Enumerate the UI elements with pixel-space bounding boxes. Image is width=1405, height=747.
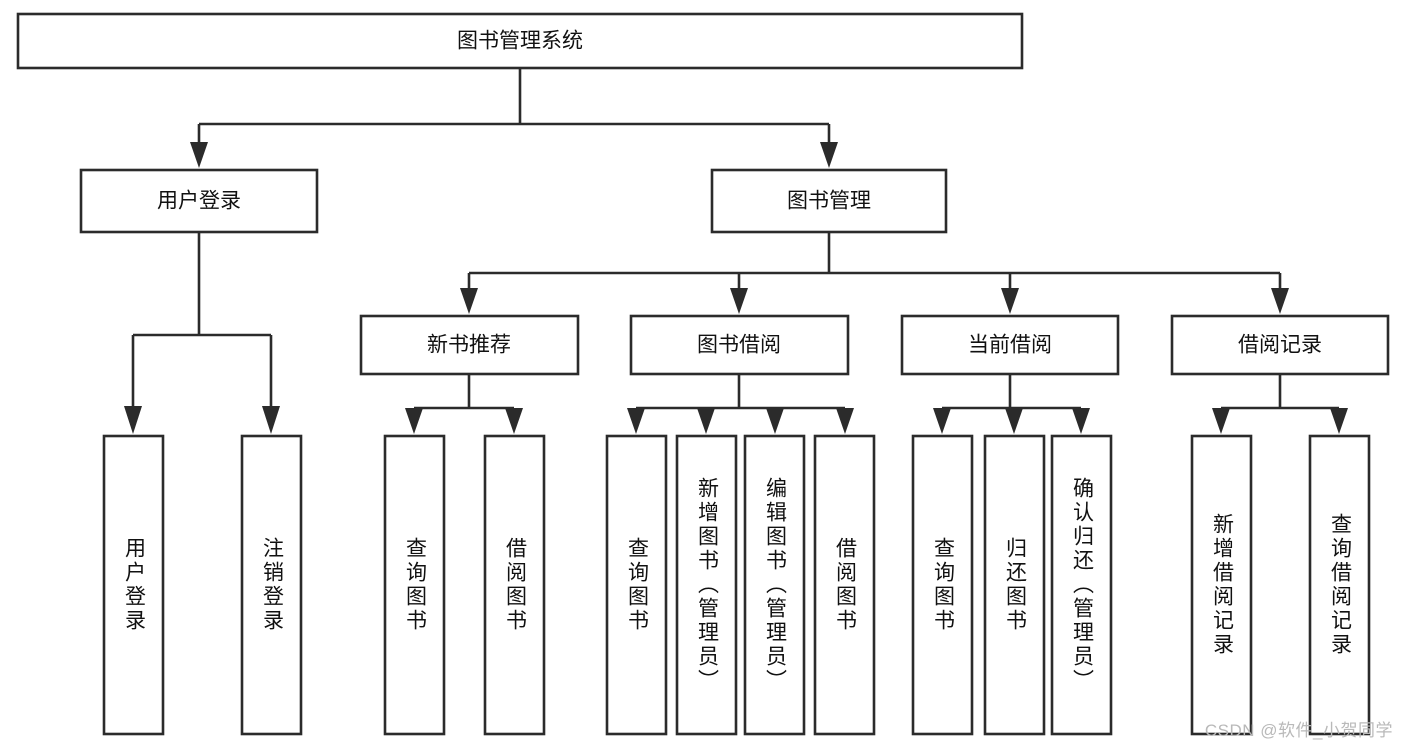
node-leaf-return-book-label: 归还图书 <box>1004 537 1028 633</box>
arrowhead-leaf-user-logout <box>262 406 280 434</box>
node-root-label: 图书管理系统 <box>457 30 583 53</box>
node-leaf-user-login[interactable]: 用户登录 <box>102 434 165 736</box>
node-root-box[interactable] <box>16 12 1024 70</box>
arrowhead-leaf-confirm-return-admin <box>1072 408 1090 434</box>
arrowhead-borrow-record <box>1271 288 1289 314</box>
node-leaf-borrow-book-rec-label: 借阅图书 <box>504 537 528 633</box>
node-book-borrow-label: 图书借阅 <box>697 334 781 357</box>
node-leaf-query-book-borrow-label: 查询图书 <box>626 537 650 633</box>
arrowhead-leaf-query-book-borrow <box>627 408 645 434</box>
node-leaf-query-borrow-record-box[interactable] <box>1308 434 1371 736</box>
node-leaf-query-book-borrow[interactable]: 查询图书 <box>605 434 668 736</box>
node-borrow-record-box[interactable] <box>1170 314 1390 376</box>
node-book-borrow[interactable]: 图书借阅 <box>629 314 850 376</box>
node-leaf-edit-book-admin[interactable]: 编辑图书（管理员） <box>743 434 806 736</box>
node-user-login[interactable]: 用户登录 <box>79 168 319 234</box>
arrowhead-current-borrow <box>1001 288 1019 314</box>
node-leaf-return-book[interactable]: 归还图书 <box>983 434 1046 736</box>
node-leaf-user-login-box[interactable] <box>102 434 165 736</box>
arrowhead-user-login <box>190 142 208 168</box>
arrowhead-leaf-borrow-book <box>836 408 854 434</box>
node-leaf-query-book-rec-label: 查询图书 <box>404 537 428 633</box>
node-leaf-confirm-return-admin[interactable]: 确认归还（管理员） <box>1050 434 1113 736</box>
node-borrow-record[interactable]: 借阅记录 <box>1170 314 1390 376</box>
arrowhead-leaf-query-borrow-record <box>1330 408 1348 434</box>
node-leaf-add-book-admin[interactable]: 新增图书（管理员） <box>675 434 738 736</box>
node-leaf-borrow-book-box[interactable] <box>813 434 876 736</box>
node-leaf-user-login-label: 用户登录 <box>123 537 147 633</box>
node-new-book-recommend-box[interactable] <box>359 314 580 376</box>
node-book-manage[interactable]: 图书管理 <box>710 168 948 234</box>
node-leaf-confirm-return-admin-label: 确认归还（管理员） <box>1071 477 1095 693</box>
arrowhead-book-borrow <box>730 288 748 314</box>
node-leaf-query-borrow-record[interactable]: 查询借阅记录 <box>1308 434 1371 736</box>
node-leaf-add-borrow-record[interactable]: 新增借阅记录 <box>1190 434 1253 736</box>
node-book-manage-label: 图书管理 <box>787 190 871 213</box>
node-leaf-query-book-current-box[interactable] <box>911 434 974 736</box>
node-leaf-user-logout[interactable]: 注销登录 <box>240 434 303 736</box>
arrowhead-leaf-borrow-book-rec <box>505 408 523 434</box>
node-leaf-query-book-current-label: 查询图书 <box>932 537 956 633</box>
node-leaf-borrow-book-label: 借阅图书 <box>834 537 858 633</box>
arrowhead-leaf-query-book-rec <box>405 408 423 434</box>
arrowhead-book-manage <box>820 142 838 168</box>
node-leaf-edit-book-admin-box[interactable] <box>743 434 806 736</box>
node-leaf-add-book-admin-label: 新增图书（管理员） <box>696 477 720 693</box>
csdn-watermark: CSDN @软件_小贺同学 <box>1204 721 1393 740</box>
node-leaf-add-borrow-record-label: 新增借阅记录 <box>1211 513 1235 657</box>
node-new-book-recommend[interactable]: 新书推荐 <box>359 314 580 376</box>
node-leaf-borrow-book-rec-box[interactable] <box>483 434 546 736</box>
node-leaf-edit-book-admin-label: 编辑图书（管理员） <box>764 477 788 693</box>
node-book-manage-box[interactable] <box>710 168 948 234</box>
node-leaf-add-book-admin-box[interactable] <box>675 434 738 736</box>
node-current-borrow[interactable]: 当前借阅 <box>900 314 1120 376</box>
node-leaf-confirm-return-admin-box[interactable] <box>1050 434 1113 736</box>
node-book-borrow-box[interactable] <box>629 314 850 376</box>
node-new-book-recommend-label: 新书推荐 <box>427 334 511 357</box>
node-user-login-label: 用户登录 <box>157 190 241 213</box>
node-borrow-record-label: 借阅记录 <box>1238 334 1322 357</box>
node-leaf-query-book-current[interactable]: 查询图书 <box>911 434 974 736</box>
node-leaf-user-logout-label: 注销登录 <box>261 537 285 633</box>
node-current-borrow-box[interactable] <box>900 314 1120 376</box>
node-leaf-borrow-book-rec[interactable]: 借阅图书 <box>483 434 546 736</box>
node-leaf-query-book-rec[interactable]: 查询图书 <box>383 434 446 736</box>
arrowhead-leaf-user-login <box>124 406 142 434</box>
connector-layer <box>124 68 1348 434</box>
node-leaf-return-book-box[interactable] <box>983 434 1046 736</box>
node-leaf-borrow-book[interactable]: 借阅图书 <box>813 434 876 736</box>
node-current-borrow-label: 当前借阅 <box>968 334 1052 357</box>
node-root[interactable]: 图书管理系统 <box>16 12 1024 70</box>
arrowhead-leaf-edit-book-admin <box>766 408 784 434</box>
node-leaf-query-book-borrow-box[interactable] <box>605 434 668 736</box>
arrowhead-leaf-add-borrow-record <box>1212 408 1230 434</box>
arrowhead-new-book-recommend <box>460 288 478 314</box>
arrowhead-leaf-query-book-current <box>933 408 951 434</box>
node-leaf-add-borrow-record-box[interactable] <box>1190 434 1253 736</box>
node-leaf-user-logout-box[interactable] <box>240 434 303 736</box>
node-user-login-box[interactable] <box>79 168 319 234</box>
node-leaf-query-borrow-record-label: 查询借阅记录 <box>1329 513 1353 657</box>
node-leaf-query-book-rec-box[interactable] <box>383 434 446 736</box>
arrowhead-leaf-add-book-admin <box>697 408 715 434</box>
arrowhead-leaf-return-book <box>1005 408 1023 434</box>
